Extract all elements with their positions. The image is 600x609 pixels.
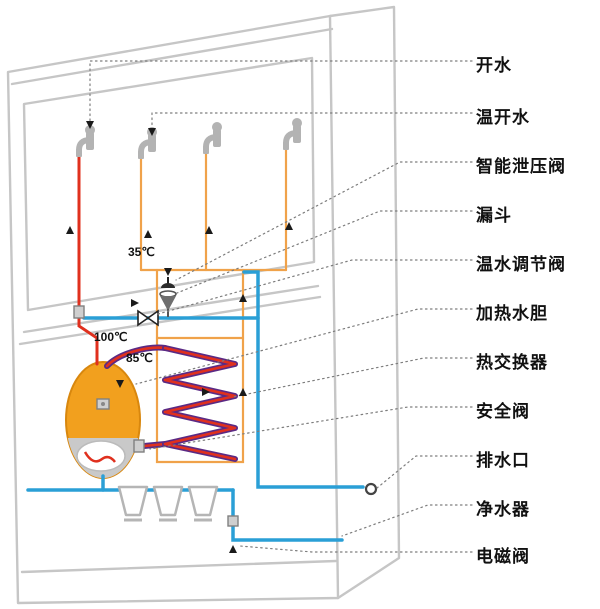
leader-funnel: [176, 210, 473, 294]
mixed-temp-label: 35℃: [128, 245, 155, 259]
leader-drain-outlet: [376, 455, 473, 489]
faucet-icon: [138, 127, 157, 159]
label-drain-outlet: 排水口: [476, 451, 530, 470]
faucet-icon: [283, 118, 302, 150]
heat-exchanger-coil: [104, 344, 238, 462]
leader-boiling-water: [89, 60, 473, 122]
leader-water-purifier: [341, 504, 473, 537]
leader-relief-valve: [175, 161, 473, 281]
faucet-icon: [76, 125, 95, 157]
tank-inlet-fitting-icon: [73, 305, 85, 319]
label-funnel: 漏斗: [476, 206, 512, 225]
faucet-icon: [203, 122, 222, 154]
drain-outlet-icon: [364, 482, 378, 496]
regulating-valve-icon: [137, 309, 159, 327]
label-boiling-water: 开水: [476, 56, 512, 75]
flow-arrows: [66, 121, 293, 553]
boiling-temp-label: 100℃: [94, 330, 128, 344]
label-relief-valve: 智能泄压阀: [476, 157, 566, 176]
label-safety-valve: 安全阀: [476, 402, 530, 421]
leader-warm-boiled-water: [151, 112, 473, 129]
safety-valve-icon: [133, 439, 145, 453]
label-heat-exchanger: 热交换器: [476, 353, 548, 372]
tank-temp-label: 85℃: [126, 351, 153, 365]
label-solenoid-valve: 电磁阀: [476, 547, 530, 566]
leader-lines: [89, 60, 473, 553]
pressure-relief-valve-icon: [161, 277, 175, 288]
leader-safety-valve: [149, 406, 473, 450]
cabinet-outline: [6, 5, 401, 605]
label-regulating-valve: 温水调节阀: [476, 255, 566, 274]
label-heating-tank: 加热水胆: [476, 304, 548, 323]
label-warm-boiled-water: 温开水: [476, 108, 530, 127]
boiling-water-pipe: [77, 155, 99, 366]
funnel-icon: [159, 290, 177, 317]
leader-solenoid-valve: [239, 545, 473, 553]
leader-regulating-valve: [157, 259, 473, 315]
heating-tank: [65, 361, 141, 479]
solenoid-valve-icon: [227, 515, 239, 527]
filter-cartridges-icon: [117, 485, 219, 522]
leader-heat-exchanger: [232, 357, 473, 398]
label-water-purifier: 净水器: [476, 500, 530, 519]
